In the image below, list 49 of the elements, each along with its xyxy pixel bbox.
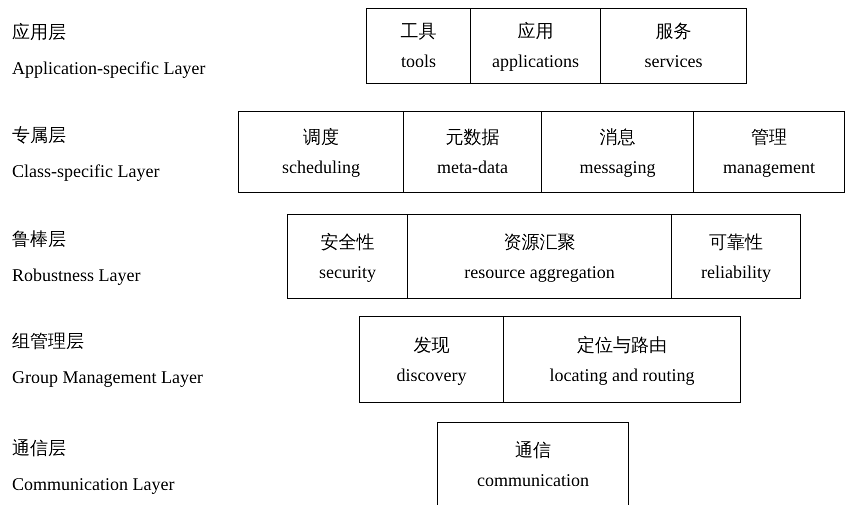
component-name: 可靠性 xyxy=(709,230,763,252)
layer-name: Class-specific Layer xyxy=(12,160,160,182)
layer-name: Communication Layer xyxy=(12,473,174,495)
component-name: locating and routing xyxy=(550,364,694,386)
component-box xyxy=(693,111,845,193)
component-name: meta-data xyxy=(437,156,508,178)
component-name: 管理 xyxy=(751,126,787,148)
layer-name: 专属层 xyxy=(12,124,66,146)
component-name: resource aggregation xyxy=(464,260,615,282)
component-name: 定位与路由 xyxy=(577,334,667,356)
component-name: reliability xyxy=(701,260,771,282)
component-name: 调度 xyxy=(303,126,339,148)
component-name: applications xyxy=(492,50,579,72)
component-name: 工具 xyxy=(400,20,436,42)
component-name: discovery xyxy=(396,364,466,386)
component-name: 元数据 xyxy=(446,126,500,148)
component-name: 发现 xyxy=(414,334,450,356)
component-name: 通信 xyxy=(515,439,551,461)
component-box xyxy=(403,111,542,193)
component-box xyxy=(359,316,504,403)
layer-name: Robustness Layer xyxy=(12,264,140,286)
component-name: 应用 xyxy=(518,20,554,42)
component-name: 安全性 xyxy=(320,230,374,252)
component-name: 服务 xyxy=(656,20,692,42)
component-box xyxy=(437,422,629,505)
layer-name: Group Management Layer xyxy=(12,366,203,388)
component-name: communication xyxy=(477,469,589,491)
component-name: scheduling xyxy=(282,156,360,178)
layer-name: 通信层 xyxy=(12,437,66,459)
component-box xyxy=(407,214,672,299)
component-box xyxy=(238,111,404,193)
component-box xyxy=(541,111,694,193)
component-box xyxy=(470,8,601,84)
component-name: tools xyxy=(400,50,436,72)
component-name: 资源汇聚 xyxy=(504,230,576,252)
layer-name: 鲁棒层 xyxy=(12,228,66,250)
layer-name: 应用层 xyxy=(12,21,66,43)
component-box xyxy=(671,214,801,299)
component-name: services xyxy=(644,50,702,72)
component-name: management xyxy=(723,156,815,178)
component-box xyxy=(366,8,471,84)
component-name: messaging xyxy=(580,156,656,178)
component-box xyxy=(503,316,741,403)
component-name: 消息 xyxy=(600,126,636,148)
component-box xyxy=(600,8,747,84)
component-name: security xyxy=(319,260,376,282)
component-box xyxy=(287,214,408,299)
layer-name: 组管理层 xyxy=(12,330,84,352)
layer-name: Application-specific Layer xyxy=(12,57,206,79)
